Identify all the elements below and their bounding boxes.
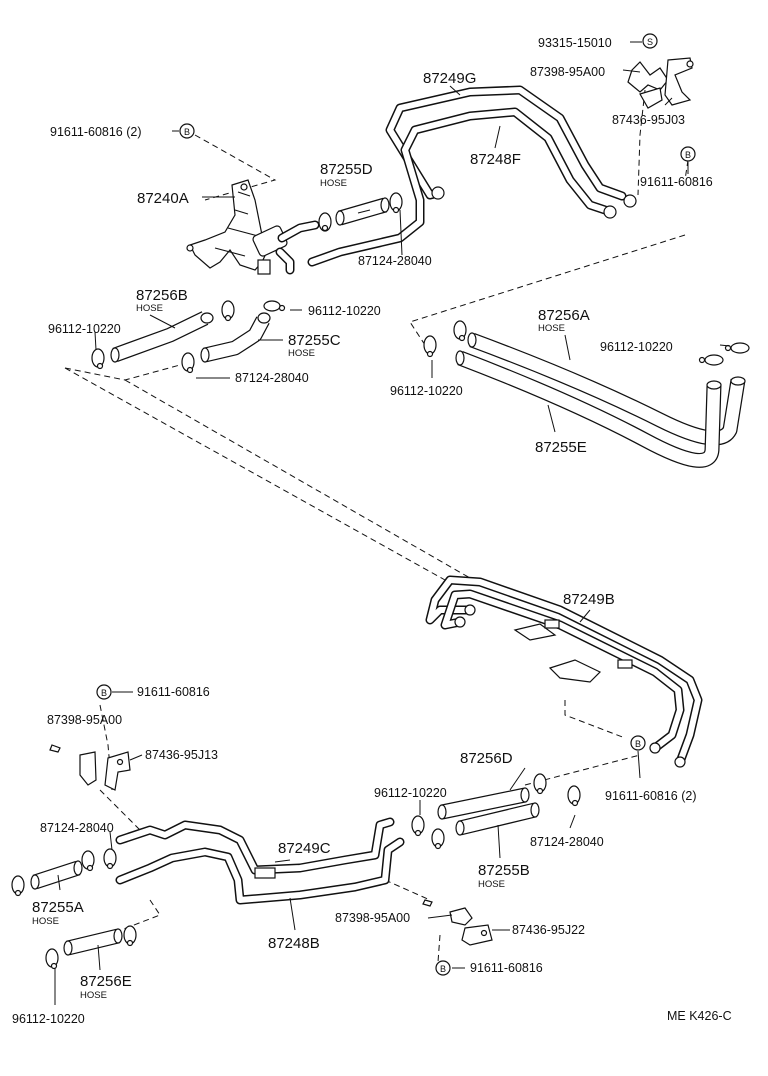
pipe-87249g <box>385 85 637 208</box>
label-96112-10220-center: 96112-10220 <box>390 384 463 398</box>
label-87249c: 87249C <box>278 840 331 857</box>
label-87398-95a00-left: 87398-95A00 <box>47 713 122 727</box>
bolt-b-label: B <box>635 739 641 749</box>
label-87124-28040-top: 87124-28040 <box>358 254 432 268</box>
bolt-b-label: B <box>101 688 107 698</box>
label-87256e: 87256E <box>80 973 132 990</box>
label-96112-10220-valve: 96112-10220 <box>308 304 381 318</box>
hose-87256b <box>110 311 214 363</box>
label-87240a: 87240A <box>137 190 189 207</box>
water-valve-87240a <box>186 179 320 275</box>
diagram-code: ME K426-C <box>667 1009 732 1023</box>
label-87436-95j13: 87436-95J13 <box>145 748 218 762</box>
bolt-b-label: B <box>440 964 446 974</box>
screw-s-label: S <box>647 37 653 47</box>
label-hose-87256e: HOSE <box>80 990 107 1001</box>
hose-87255b <box>455 802 540 836</box>
label-91611-60816-2-top-left: 91611-60816 (2) <box>50 125 142 139</box>
label-87124-28040-lower-right: 87124-28040 <box>530 835 604 849</box>
label-91611-60816-2-lower-right: 91611-60816 (2) <box>605 789 697 803</box>
bolt-symbol-s: S <box>642 33 658 49</box>
label-87255b: 87255B <box>478 862 530 879</box>
label-hose-87256b: HOSE <box>136 303 163 314</box>
hose-87256e <box>63 928 123 956</box>
label-87255e: 87255E <box>535 439 587 456</box>
label-hose-87255b: HOSE <box>478 879 505 890</box>
label-87436-95j03: 87436-95J03 <box>612 113 685 127</box>
bolt-symbol-b2: B <box>680 146 696 162</box>
label-hose-87255a: HOSE <box>32 916 59 927</box>
hose-87255e <box>455 350 722 468</box>
label-96112-10220-lower-center: 96112-10220 <box>374 786 447 800</box>
label-87255d: 87255D <box>320 161 373 178</box>
label-87256d: 87256D <box>460 750 513 767</box>
hose-87255c <box>200 312 271 363</box>
dashed-assembly-lines <box>64 89 689 963</box>
label-96112-10220-left: 96112-10220 <box>48 322 121 336</box>
leader-lines <box>54 41 731 1005</box>
label-91611-60816-bottom: 91611-60816 <box>470 961 543 975</box>
bolt-symbol-b3: B <box>630 735 646 751</box>
label-87255c: 87255C <box>288 332 341 349</box>
bolt-b-label: B <box>184 127 190 137</box>
pipe-87248f <box>307 107 617 267</box>
label-87398-95a00-top: 87398-95A00 <box>530 65 605 79</box>
label-87256b: 87256B <box>136 287 188 304</box>
pipe-87248b <box>115 837 405 905</box>
label-87255a: 87255A <box>32 899 84 916</box>
label-87249g: 87249G <box>423 70 476 87</box>
label-93315-15010: 93315-15010 <box>538 36 612 50</box>
label-hose-87255d: HOSE <box>320 178 347 189</box>
label-87398-95a00-lower: 87398-95A00 <box>335 911 410 925</box>
label-87249b: 87249B <box>563 591 615 608</box>
label-91611-60816-lower-left: 91611-60816 <box>137 685 210 699</box>
pipe-87249c <box>115 817 395 875</box>
label-91611-60816-top-right: 91611-60816 <box>640 175 713 189</box>
label-hose-87256a: HOSE <box>538 323 565 334</box>
clamp-bracket-top <box>627 57 694 109</box>
bolt-symbol-b1: B <box>179 123 195 139</box>
label-87124-28040-lower-left: 87124-28040 <box>40 821 114 835</box>
label-87248f: 87248F <box>470 151 521 168</box>
label-87124-28040-mid: 87124-28040 <box>235 371 309 385</box>
clamp-bracket-right <box>422 899 493 946</box>
clamp-bracket-left <box>49 744 131 791</box>
label-96112-10220-right: 96112-10220 <box>600 340 673 354</box>
label-87256a: 87256A <box>538 307 590 324</box>
label-87248b: 87248B <box>268 935 320 952</box>
label-87436-95j22: 87436-95J22 <box>512 923 585 937</box>
bolt-symbol-b4: B <box>96 684 112 700</box>
part-labels: 93315-15010 87398-95A00 87436-95J03 9161… <box>12 36 732 1026</box>
bolt-b-label: B <box>685 150 691 160</box>
hose-87256d <box>437 787 530 820</box>
label-96112-10220-bottom: 96112-10220 <box>12 1012 85 1026</box>
label-hose-87255c: HOSE <box>288 348 315 359</box>
hose-87255a <box>30 860 83 890</box>
pipe-87249b <box>425 575 703 768</box>
bolt-symbol-b5: B <box>435 960 451 976</box>
hose-clamps <box>11 192 750 970</box>
